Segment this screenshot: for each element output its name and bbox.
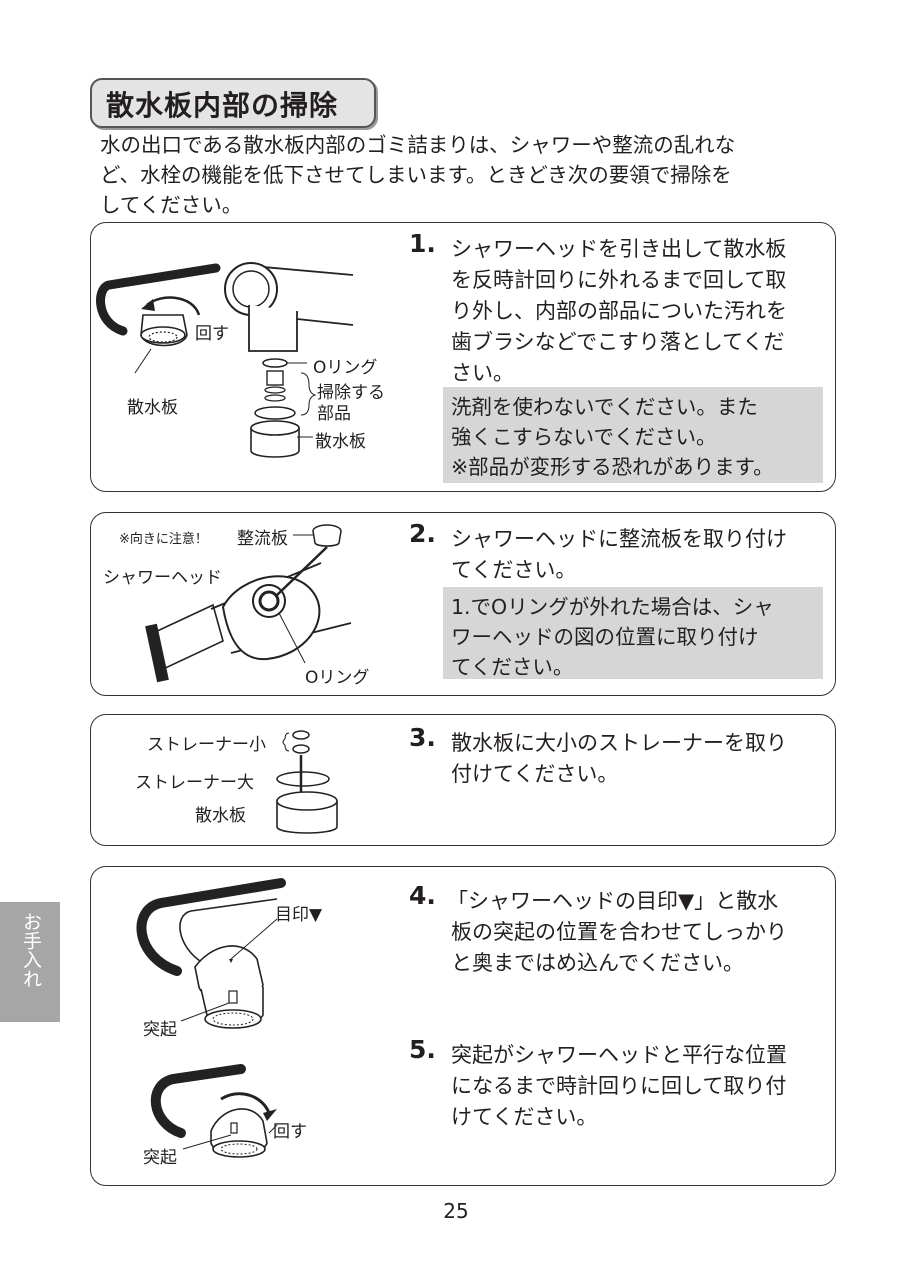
step3-line-1: 散水板に大小のストレーナーを取り	[451, 731, 787, 755]
label-oring-2: Oリング	[305, 668, 370, 688]
step2-note-2: ワーヘッドの図の位置に取り付け	[451, 625, 759, 649]
label-sanshui-left: 散水板	[127, 398, 178, 418]
step1-note-3: ※部品が変形する恐れがあります。	[451, 455, 774, 479]
step4-line-2: 板の突起の位置を合わせてしっかり	[451, 920, 787, 944]
section-title-box: 散水板内部の掃除	[90, 78, 376, 128]
step2-note-3: てください。	[451, 655, 574, 679]
label-shower-head: シャワーヘッド	[103, 568, 222, 588]
step2-line-1: シャワーヘッドに整流板を取り付け	[451, 527, 787, 551]
label-cleaning-parts-1: 掃除する	[317, 383, 385, 403]
label-turn: 回す	[195, 324, 229, 344]
step1-line-1: シャワーヘッドを引き出して散水板	[451, 237, 787, 261]
label-mark: 目印▼	[275, 905, 323, 925]
page-title: 散水板内部の掃除	[106, 89, 339, 122]
side-tab-label: お手入れ	[20, 912, 42, 988]
label-protrusion-4: 突起	[143, 1020, 177, 1040]
step3-number: 3.	[409, 723, 436, 752]
step1-line-4: 歯ブラシなどでこすり落としてくだ	[451, 330, 785, 354]
step1-line-5: さい。	[451, 361, 514, 385]
step5-line-2: になるまで時計回りに回して取り付	[451, 1074, 787, 1098]
step3-line-2: 付けてください。	[451, 762, 619, 786]
step1-line-3: り外し、内部の部品についた汚れを	[451, 299, 787, 323]
label-caution: ※向きに注意！	[119, 532, 208, 547]
step2-note: 1.でOリングが外れた場合は、シャ ワーヘッドの図の位置に取り付け てください。	[443, 587, 823, 679]
step4-number: 4.	[409, 881, 436, 910]
step4-line-1: 「シャワーヘッドの目印▼」と散水	[447, 889, 779, 913]
step1-note: 洗剤を使わないでください。また 強くこすらないでください。 ※部品が変形する恐れ…	[443, 387, 823, 483]
step4-5-illustration	[136, 878, 286, 1158]
label-flow-plate: 整流板	[237, 529, 288, 549]
side-tab-care[interactable]: お手入れ	[0, 902, 60, 1022]
step2-number: 2.	[409, 519, 436, 548]
page-number: 25	[443, 1199, 469, 1223]
step1-illustration	[96, 262, 354, 458]
step1-panel: 回す 散水板 Oリング 掃除する 部品 散水板 1. シャワーヘッドを引き出して…	[90, 222, 836, 492]
step3-illustration	[276, 730, 338, 834]
step2-panel: ※向きに注意！ 整流板 シャワーヘッド Oリング 2. シャワーヘッドに整流板を…	[90, 512, 836, 696]
step3-panel: ストレーナー小 ストレーナー大 散水板 3. 散水板に大小のストレーナーを取り …	[90, 714, 836, 846]
step1-line-2: を反時計回りに外れるまで回して取	[451, 268, 787, 292]
label-turn-5: 回す	[273, 1122, 307, 1142]
step2-line-2: てください。	[451, 558, 577, 582]
label-sanshui-3: 散水板	[195, 806, 246, 826]
label-protrusion-5: 突起	[143, 1148, 177, 1168]
label-oring: Oリング	[313, 358, 378, 378]
step2-illustration	[145, 524, 352, 683]
label-strainer-large: ストレーナー大	[135, 773, 254, 793]
label-cleaning-parts-2: 部品	[317, 404, 351, 424]
step4-5-panel: 目印▼ 突起 回す 突起 4. 「シャワーヘッドの目印▼」と散水 板の突起の位置…	[90, 866, 836, 1186]
intro-line-2: ど、水栓の機能を低下させてしまいます。ときどき次の要領で掃除を	[100, 163, 732, 187]
step1-note-1: 洗剤を使わないでください。また	[451, 395, 758, 419]
step1-note-2: 強くこすらないでください。	[451, 425, 717, 449]
step4-line-3: と奥まではめ込んでください。	[451, 951, 744, 975]
step1-number: 1.	[409, 229, 436, 258]
step5-line-1: 突起がシャワーヘッドと平行な位置	[451, 1043, 787, 1067]
intro-line-1: 水の出口である散水板内部のゴミ詰まりは、シャワーや整流の乱れな	[100, 133, 736, 157]
step5-line-3: けてください。	[451, 1105, 598, 1129]
label-strainer-small: ストレーナー小	[147, 735, 266, 755]
step2-note-1: 1.でOリングが外れた場合は、シャ	[451, 595, 774, 619]
intro-line-3: してください。	[100, 193, 243, 217]
label-sanshui-right: 散水板	[315, 432, 366, 452]
step5-number: 5.	[409, 1035, 436, 1064]
